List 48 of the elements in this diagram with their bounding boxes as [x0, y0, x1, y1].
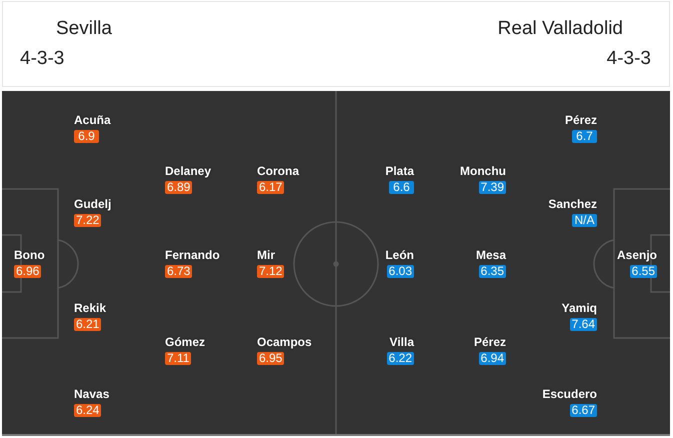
rating-badge: 6.21: [74, 318, 102, 331]
rating-badge: 7.11: [165, 352, 192, 365]
rating-badge: 6.95: [257, 352, 284, 365]
rating-badge: 7.64: [570, 318, 597, 331]
player-name: Monchu: [460, 164, 506, 178]
rating-badge: 6.17: [257, 181, 284, 194]
player-name: Pérez: [474, 335, 506, 349]
player-name: Plata: [385, 164, 414, 178]
rating-badge: N/A: [572, 214, 597, 227]
rating-badge: 6.22: [386, 352, 414, 365]
rating-badge: 6.24: [74, 404, 102, 417]
rating-badge: 6.73: [165, 265, 192, 278]
rating-badge: 6.67: [570, 404, 597, 417]
player-name: Navas: [74, 387, 110, 401]
player-name: Escudero: [542, 387, 597, 401]
player-name: Delaney: [165, 164, 212, 178]
player-name: Pérez: [564, 113, 597, 127]
player-name: Gómez: [165, 335, 206, 349]
player-name: Ocampos: [257, 335, 312, 349]
rating-badge: 6.35: [478, 265, 506, 278]
player-name: Sanchez: [548, 197, 597, 211]
player-name: Asenjo: [616, 248, 657, 262]
player-name: Bono: [14, 248, 45, 262]
rating-badge: 7.12: [257, 265, 284, 278]
player-name: Gudelj: [74, 197, 112, 211]
rating-badge: 6.94: [478, 352, 506, 365]
rating-badge: 7.22: [74, 214, 102, 227]
team-name: Sevilla: [56, 18, 112, 40]
player-name: Villa: [390, 335, 414, 349]
player-name: Mir: [257, 248, 275, 262]
rating-badge: 6.9: [74, 130, 99, 143]
team-name: Real Valladolid: [498, 18, 623, 40]
rating-badge: 6.7: [572, 130, 597, 143]
player-name: Acuña: [74, 113, 111, 127]
rating-badge: 6.89: [165, 181, 192, 194]
player-name: Rekik: [74, 301, 106, 315]
rating-badge: 6.03: [386, 265, 414, 278]
player-name: León: [385, 248, 414, 262]
player-name: Fernando: [165, 248, 220, 262]
formation: 4-3-3: [606, 48, 651, 70]
player-name: Yamiq: [562, 301, 597, 315]
rating-badge: 6.6: [389, 181, 414, 194]
player-name: Mesa: [476, 248, 506, 262]
rating-badge: 6.96: [14, 265, 42, 278]
rating-badge: 6.55: [630, 265, 657, 278]
rating-badge: 7.39: [478, 181, 506, 194]
player-name: Corona: [257, 164, 299, 178]
formation: 4-3-3: [20, 48, 64, 70]
